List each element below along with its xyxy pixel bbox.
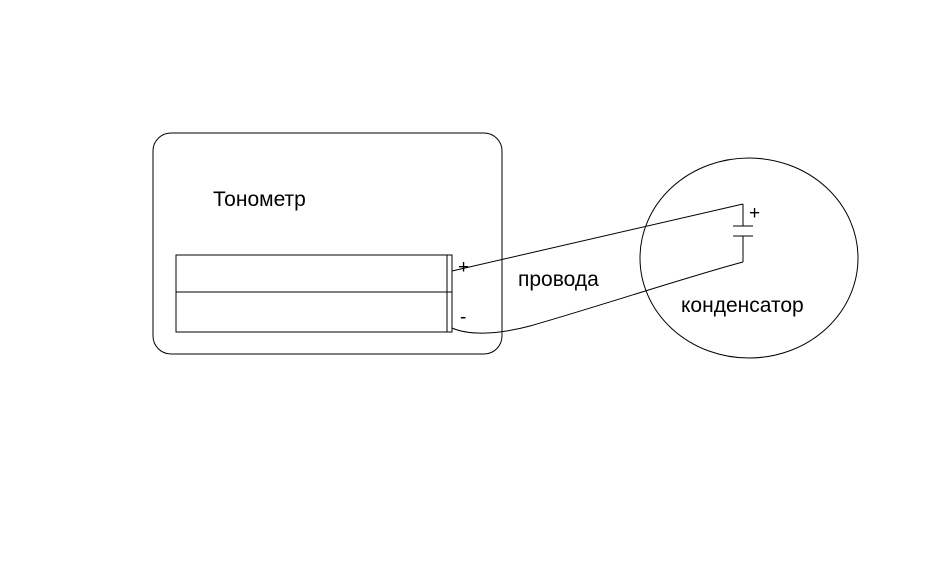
wires-label: провода [518,268,599,291]
tonometer-body [152,132,503,355]
tonometer-plus-label: + [458,257,470,278]
wire-positive [451,203,744,272]
wire-negative [451,261,744,334]
capacitor-label: конденсатор [681,294,804,317]
tonometer-label: Тонометр [213,188,306,211]
capacitor-plus-label: + [749,203,761,224]
connector-block [175,254,453,333]
tonometer-minus-label: - [460,307,467,328]
capacitor-circle [639,157,859,359]
